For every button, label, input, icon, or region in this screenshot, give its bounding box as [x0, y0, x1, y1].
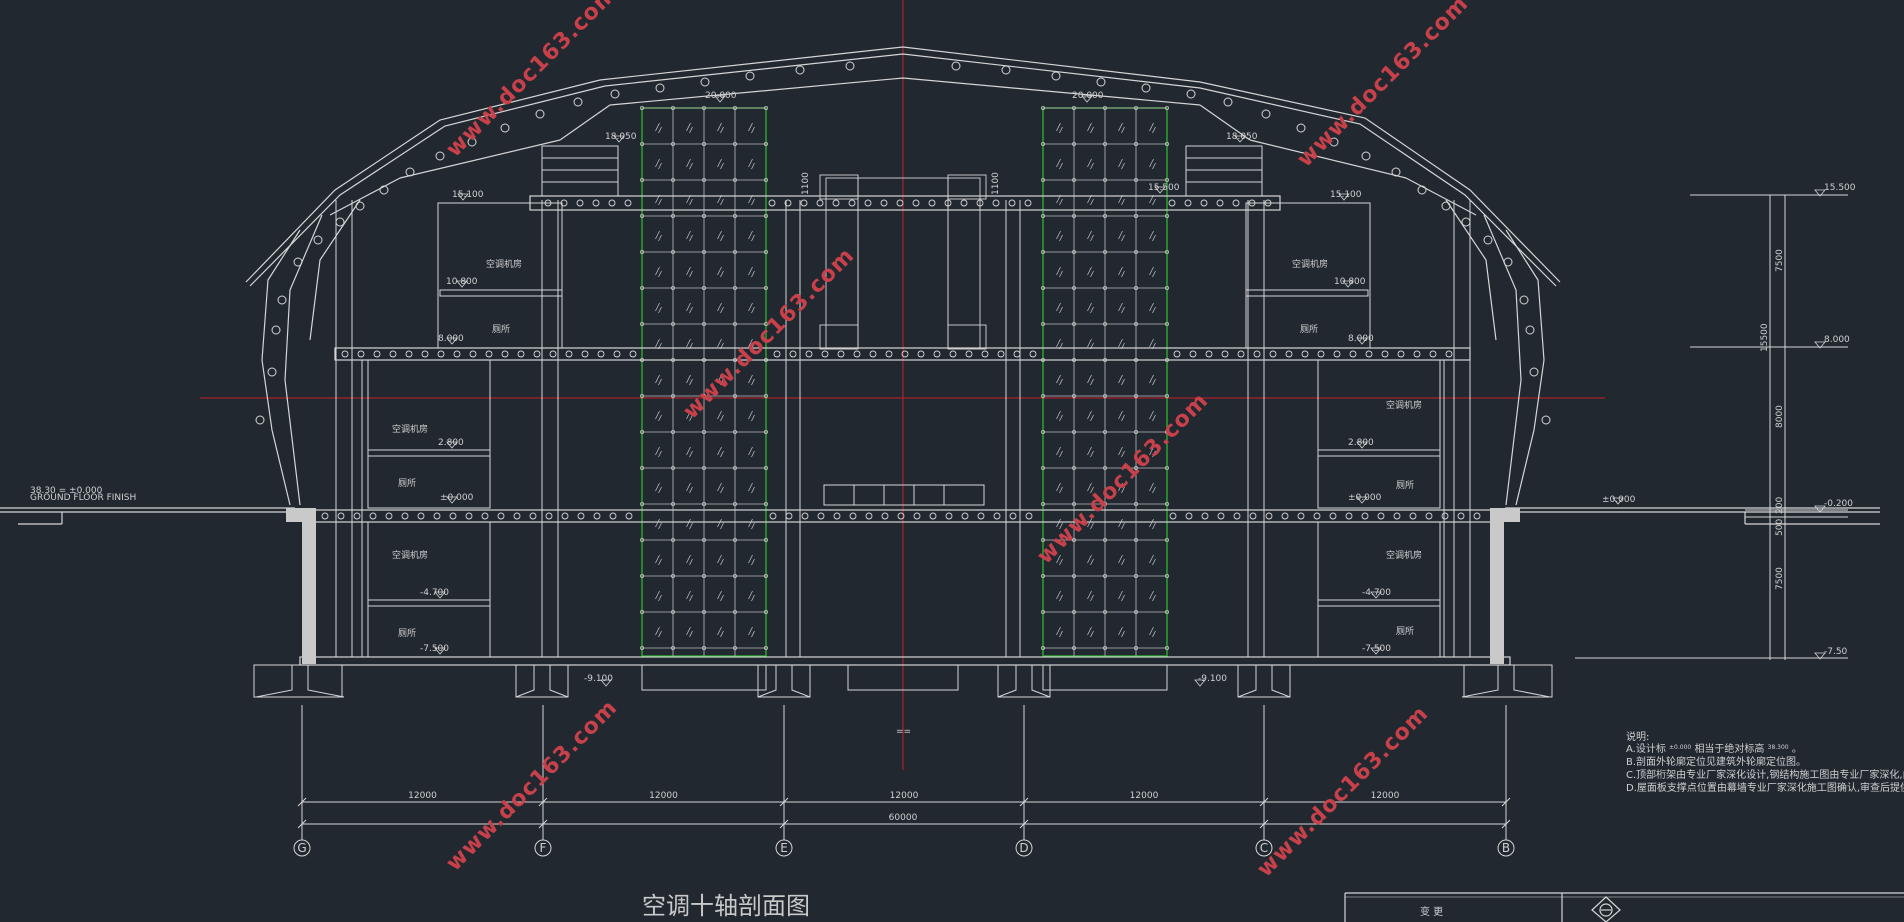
bay-dimension: 12000	[408, 791, 437, 801]
rooms-ac-room: 空调机房	[1386, 549, 1422, 561]
side-dim-0: 7500	[1775, 249, 1785, 272]
general-notes: 说明: A.设计标 ±0.000 相当于绝对标高 38.300 。 B.剖面外轮…	[1626, 730, 1904, 794]
levels-l18-right: 18.050	[1226, 132, 1258, 142]
watermark-1: www.doc163.com	[1293, 0, 1474, 172]
watermark-3: www.doc163.com	[1033, 388, 1214, 569]
side-level-8: 8.000	[1824, 335, 1850, 345]
axis-grid	[293, 705, 1515, 857]
escalator	[819, 174, 987, 350]
side-level-0: -0.200	[1824, 499, 1853, 509]
levels-l15-right: 15.100	[1330, 190, 1362, 200]
levels-l0-right: ±0.000	[1348, 493, 1382, 503]
levels-l10-left: 10.800	[446, 277, 478, 287]
rooms-toilet: 厕所	[398, 628, 416, 639]
axis-label-c: C	[1260, 841, 1268, 855]
levels-l18-left: 18.050	[605, 132, 637, 142]
watermark-2: www.doc163.com	[679, 243, 860, 424]
rooms-ac-room: 空调机房	[1292, 258, 1328, 270]
center-mark: ==	[896, 727, 911, 737]
floor-slabs	[0, 195, 1880, 666]
bay-dimension: 12000	[890, 791, 919, 801]
title-block	[1344, 892, 1904, 922]
glass-grid	[640, 106, 1170, 656]
levels-l28-right: 2.800	[1348, 438, 1374, 448]
stair-height-left: 1100	[801, 172, 811, 195]
notes-heading: 说明:	[1626, 730, 1649, 743]
levels-l28-left: 2.800	[438, 438, 464, 448]
rooms-toilet: 厕所	[1396, 480, 1414, 491]
rooms-ac-room: 空调机房	[486, 258, 522, 270]
levels-m91-right: -9.100	[1198, 674, 1227, 684]
levels-l8-right: 8.000	[1348, 334, 1374, 344]
axis-label-g: G	[297, 841, 306, 855]
basement-walls	[286, 508, 1520, 664]
note-a-mid: 相当于绝对标高	[1694, 742, 1764, 755]
levels-m47-left: -4.700	[420, 588, 449, 598]
rooms-ac-room: 空调机房	[392, 423, 428, 435]
roof-shell	[245, 46, 1561, 506]
levels-l15-left: 15.100	[452, 190, 484, 200]
note-c: C.顶部桁架由专业厂家深化设计,钢结构施工图由专业厂家深化,由设计方认可后作为施…	[1626, 768, 1904, 781]
levels-m91-left: -9.100	[584, 674, 613, 684]
levels-m47-right: -4.700	[1362, 588, 1391, 598]
title-block-change: 变 更	[1420, 905, 1443, 918]
levels-m75-left: -7.500	[420, 644, 449, 654]
levels-l10-right: 10.800	[1334, 277, 1366, 287]
rooms-ac-room: 空调机房	[392, 549, 428, 561]
note-b: B.剖面外轮廓定位见建筑外轮廓定位图。	[1626, 755, 1806, 768]
foundations	[253, 664, 1553, 698]
watermark-5: www.doc163.com	[1253, 701, 1434, 882]
rooms-toilet: 厕所	[492, 324, 510, 335]
axis-dimensions: G F E D C B 12000 12000 12000 12000 12000 60000	[297, 791, 1510, 855]
side-level-m75: -7.50	[1824, 647, 1848, 657]
axis-label-b: B	[1502, 841, 1510, 855]
drawing-title: 空调十轴剖面图	[642, 892, 810, 920]
ground-note-line2: GROUND FLOOR FINISH	[30, 493, 136, 503]
roof-nodes	[255, 61, 1551, 425]
rooms-ac-room: 空调机房	[1386, 399, 1422, 411]
levels-l8-left: 8.000	[438, 334, 464, 344]
note-a-val2: 38.300	[1768, 744, 1789, 751]
side-scale	[1575, 194, 1848, 660]
side-dim-5: 7500	[1775, 567, 1785, 590]
bay-dimension: 12000	[649, 791, 678, 801]
side-dim-4: 500	[1775, 519, 1785, 536]
axis-label-f: F	[540, 841, 547, 855]
note-d: D.屋面板支撑点位置由幕墙专业厂家深化施工图确认,审查后提供。	[1626, 781, 1904, 794]
bay-dimension: 12000	[1130, 791, 1159, 801]
ground-note-line1: 38.30 = ±0.000	[30, 486, 103, 496]
note-a-pre: A.设计标	[1626, 742, 1666, 755]
watermark-4: www.doc163.com	[442, 695, 623, 876]
stair-height-right: 1100	[991, 172, 1001, 195]
columns	[335, 200, 1471, 657]
side-dim-1: 15500	[1760, 323, 1770, 352]
slab-holes	[321, 199, 1481, 520]
rooms-toilet: 厕所	[1396, 626, 1414, 637]
total-dimension: 60000	[889, 813, 918, 823]
note-a-end: 。	[1792, 744, 1802, 755]
room-boxes	[367, 145, 1441, 658]
levels-l0-left: ±0.000	[440, 493, 474, 503]
levels-m75-right: -7.500	[1362, 644, 1391, 654]
axis-label-d: D	[1019, 841, 1028, 855]
company-logo-icon	[1591, 896, 1621, 922]
note-a-val1: ±0.000	[1669, 744, 1691, 751]
side-dim-3: 200	[1775, 497, 1785, 514]
rooms-toilet: 厕所	[1300, 324, 1318, 335]
axis-label-e: E	[780, 841, 788, 855]
side-dim-2: 8000	[1775, 405, 1785, 428]
note-a: A.设计标 ±0.000 相当于绝对标高 38.300 。	[1626, 741, 1802, 755]
rooms-toilet: 厕所	[398, 478, 416, 489]
bay-dimension: 12000	[1371, 791, 1400, 801]
side-level-top: 15.500	[1824, 183, 1856, 193]
levels-l0-outer: ±0.000	[1602, 495, 1636, 505]
